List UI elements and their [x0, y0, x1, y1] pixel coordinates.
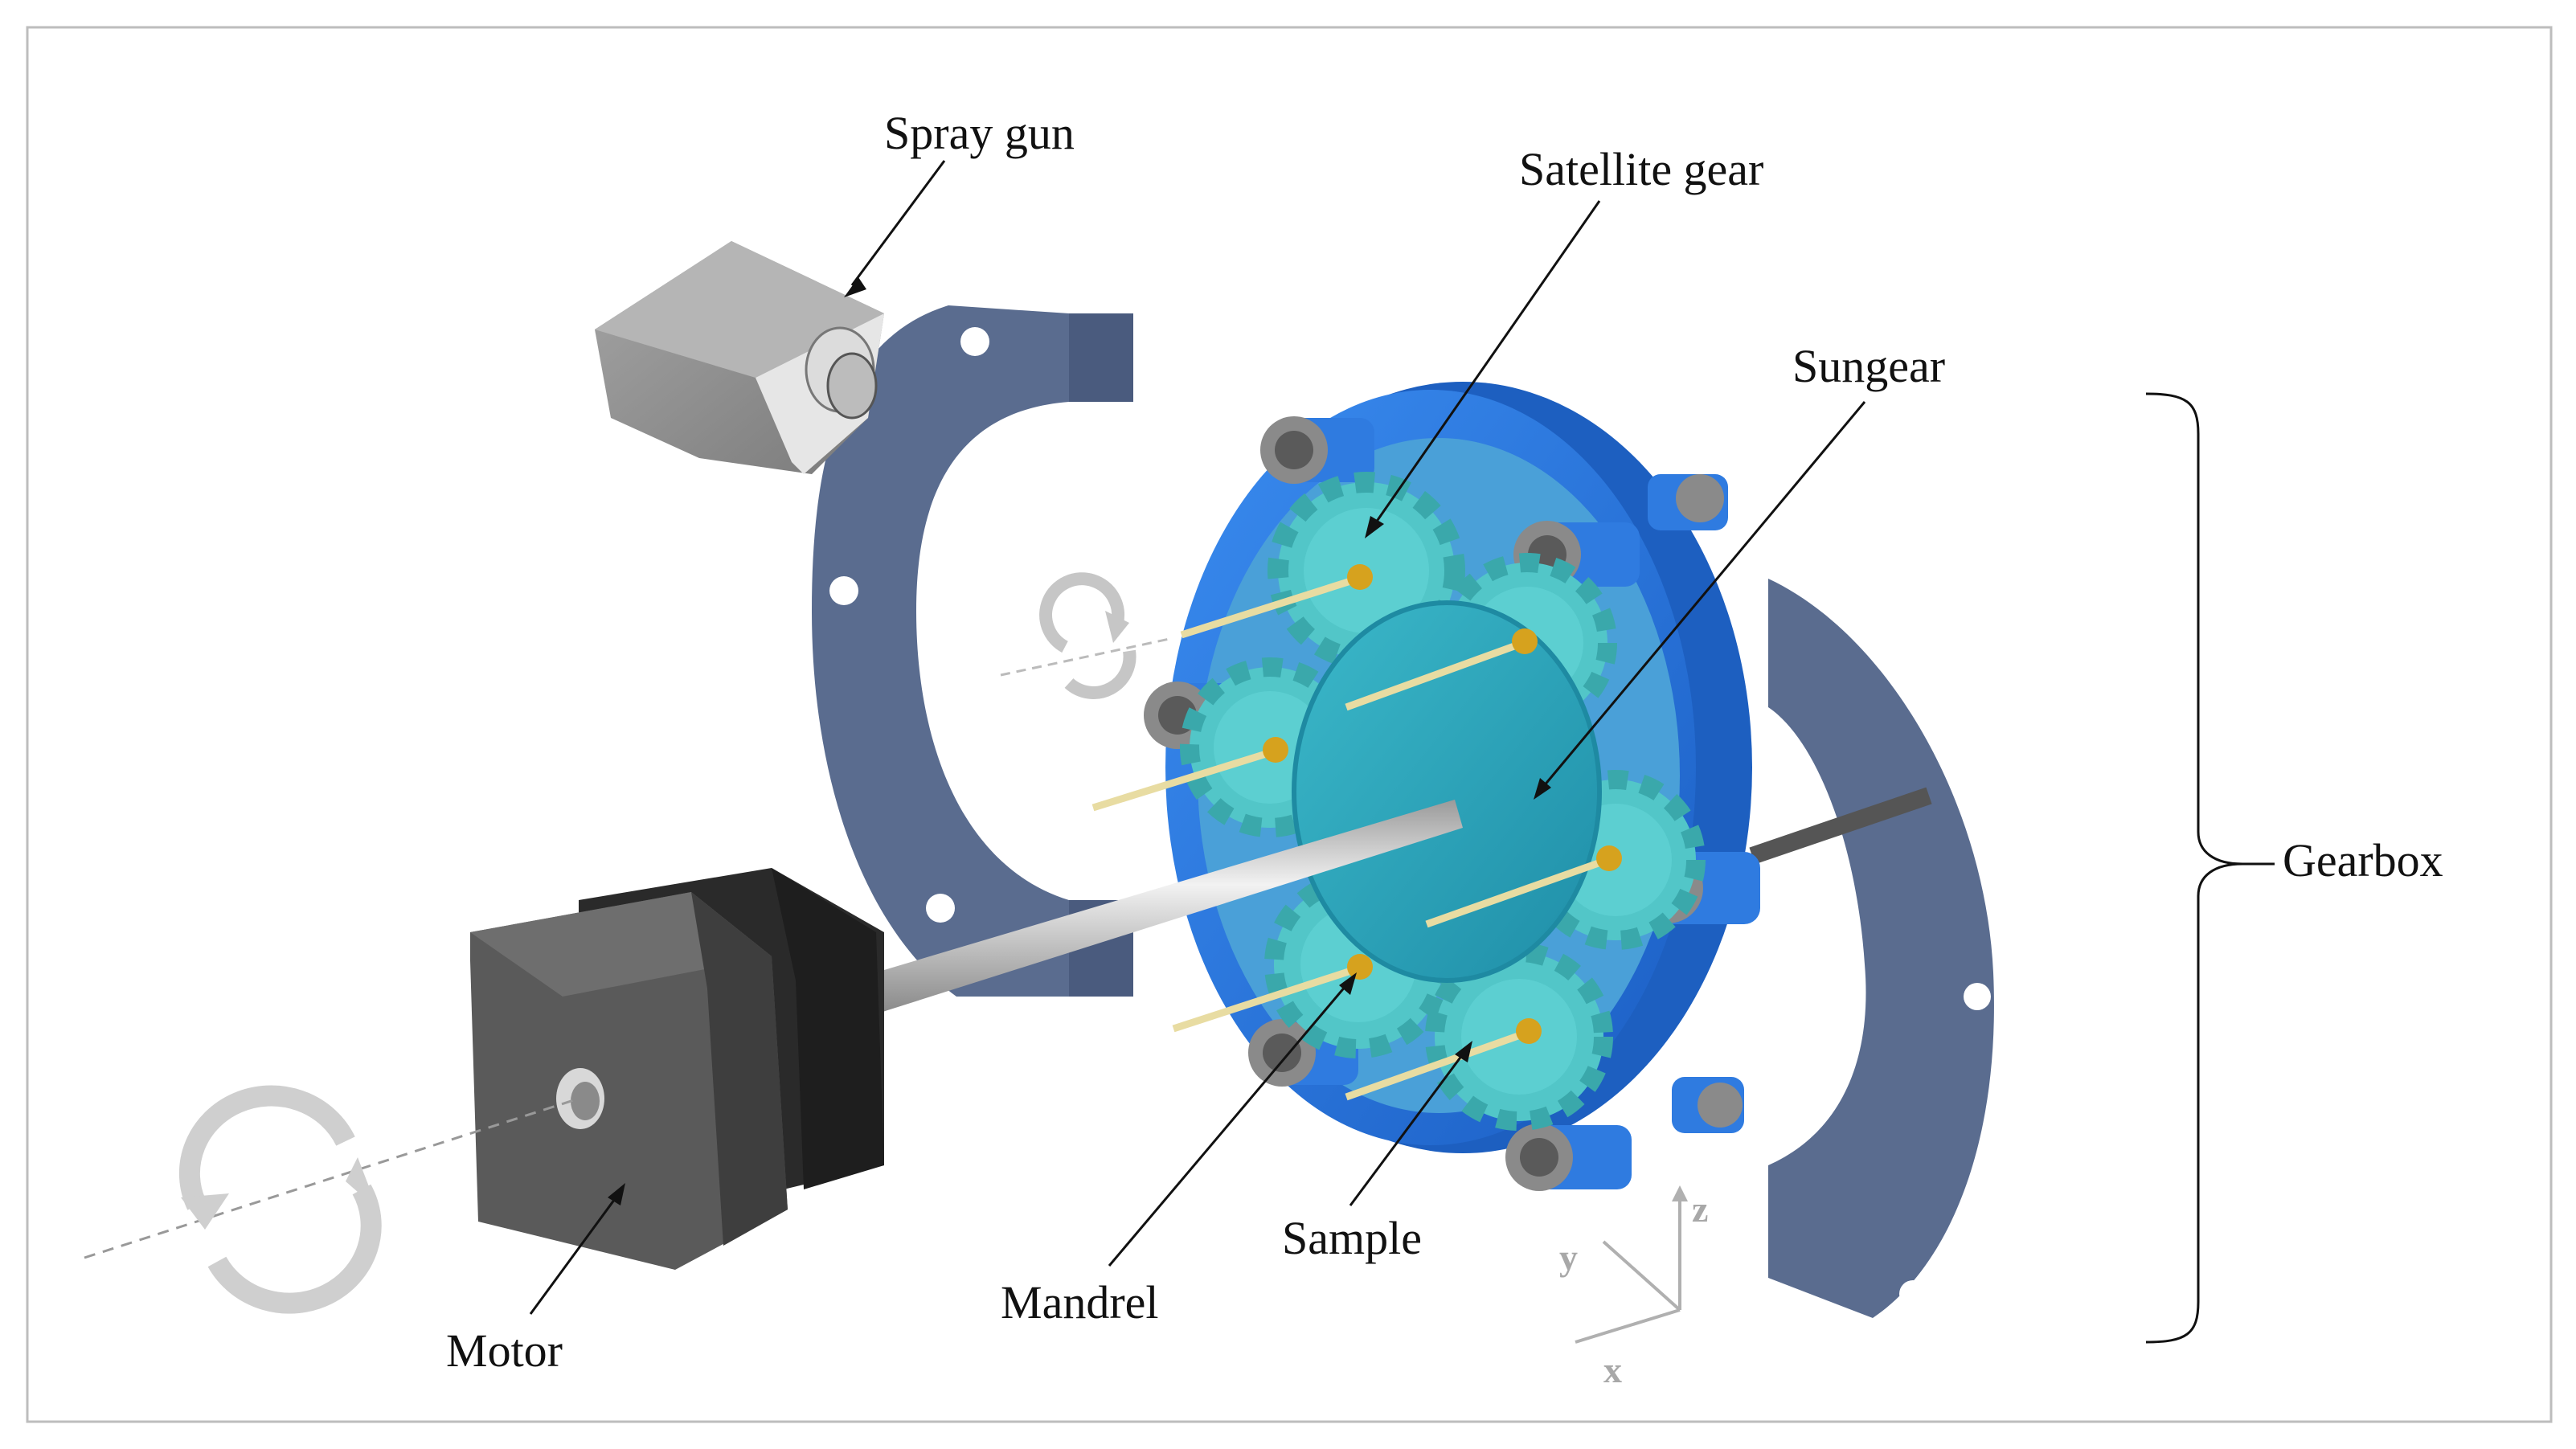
- bolt: [1260, 416, 1374, 484]
- bolt: [1672, 1077, 1744, 1133]
- label-mandrel: Mandrel: [1001, 1276, 1159, 1328]
- axis-label-y: y: [1559, 1237, 1578, 1278]
- rotation-indicator-sample: [1000, 572, 1170, 699]
- bolt: [1505, 1124, 1632, 1191]
- label-spray-gun: Spray gun: [884, 107, 1075, 159]
- label-satellite-gear: Satellite gear: [1519, 143, 1763, 195]
- sample-rod: [1425, 845, 1622, 928]
- gearbox-brace: [2145, 392, 2243, 1344]
- leader-sungear: [1534, 401, 1866, 800]
- motor: [470, 868, 884, 1270]
- threaded-rod: [1749, 787, 1932, 865]
- label-sungear: Sungear: [1792, 340, 1945, 392]
- sample-rods: [1091, 564, 1622, 1101]
- figure-border: [26, 26, 2553, 1423]
- leader-mandrel: [1108, 972, 1357, 1267]
- end-plate-right: [1768, 579, 1994, 1318]
- sample-rod: [1345, 628, 1538, 711]
- axis-label-x: x: [1603, 1349, 1622, 1390]
- leader-sample: [1349, 1041, 1472, 1206]
- coordinate-axes: z y x: [1559, 1185, 1708, 1390]
- nozzle: [805, 326, 878, 420]
- sample-rod: [1172, 954, 1373, 1033]
- label-motor: Motor: [446, 1324, 563, 1377]
- rotation-indicator-motor: [84, 1085, 579, 1314]
- spray-gun: [595, 241, 884, 474]
- sun-gear: [1292, 600, 1602, 983]
- leader-satellite-gear: [1365, 200, 1601, 538]
- leader-motor: [529, 1183, 625, 1315]
- mandrel: [876, 800, 1463, 1013]
- sample-rod: [1345, 1018, 1542, 1101]
- sample-rod: [1180, 564, 1373, 639]
- label-sample: Sample: [1282, 1212, 1422, 1264]
- bolt: [1648, 474, 1728, 530]
- sample-rod: [1091, 737, 1288, 812]
- axis-label-z: z: [1692, 1189, 1708, 1230]
- leader-spray-gun: [844, 160, 946, 297]
- label-gearbox: Gearbox: [2283, 834, 2443, 886]
